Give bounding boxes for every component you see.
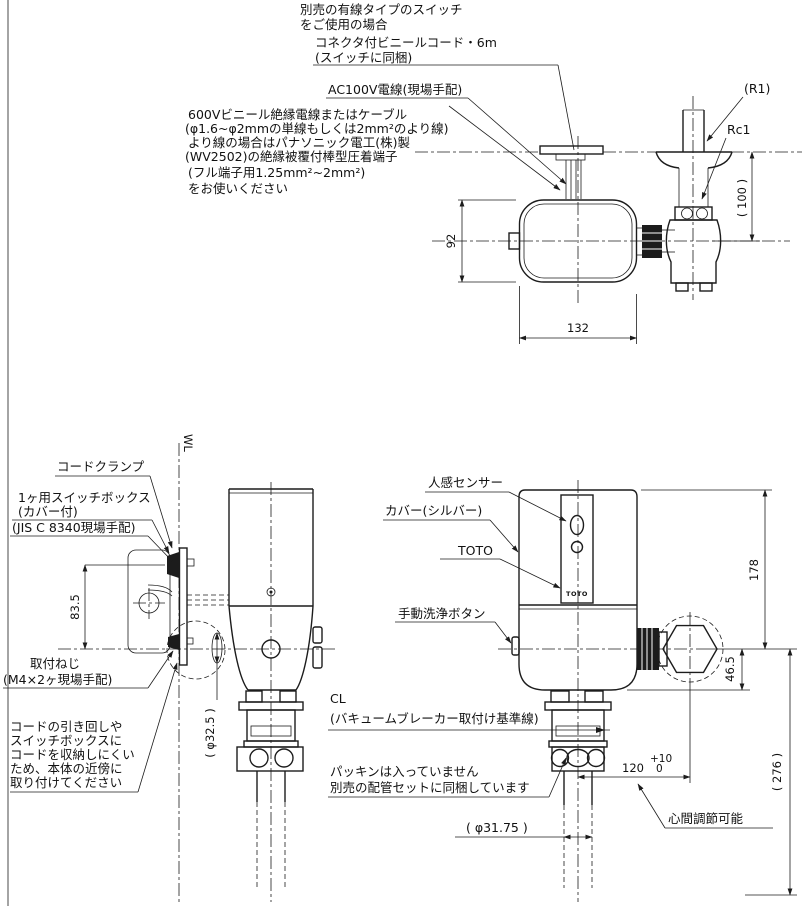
dim-120: 120 (622, 761, 644, 775)
switch-box-label: 1ヶ用スイッチボックス (18, 490, 151, 505)
switch-box-label-3: (JIS C 8340現場手配) (12, 520, 136, 535)
dim-132: 132 (567, 321, 589, 335)
switch-note-2: をご使用の場合 (300, 17, 388, 32)
sensor-label: 人感センサー (428, 475, 503, 490)
dim-83-5: 83.5 (68, 594, 82, 620)
connector-note-2: (スイッチに同梱) (315, 50, 412, 65)
side-view: WL (3, 434, 338, 903)
switch-box-label-2: (カバー付) (18, 504, 78, 519)
cl-label: CL (330, 691, 346, 706)
cord-note-4: ため、本体の近傍に (10, 761, 123, 776)
vacuum-breaker-front (544, 690, 612, 888)
dim-178: 178 (747, 559, 761, 581)
cord-note-2: スイッチボックスに (10, 733, 122, 748)
screw-label-2: (M4×2ヶ現場手配) (3, 672, 112, 687)
valve-body-side (228, 488, 323, 691)
cord-clamp-label: コードクランプ (57, 459, 145, 474)
cord-note-3: コードを収納しにくい (10, 747, 135, 762)
toto-logo: TOTO (566, 590, 588, 598)
screw-label: 取付ねじ (30, 656, 80, 671)
front-view: TOTO 人感センサー カバー(シルバー) TOTO 手動洗浄ボタン (328, 475, 797, 902)
center-adjust-label: 心間調節可能 (668, 811, 744, 826)
cord-note-5: 取り付けてください (10, 775, 122, 790)
switch-box (127, 547, 188, 666)
ac-power-label: AC100V電線(現場手配) (328, 82, 462, 97)
cl-note: (バキュームブレーカー取付け基準線) (330, 711, 539, 726)
rc1-label: Rc1 (727, 122, 751, 137)
packing-note: パッキンは入っていません (330, 764, 479, 779)
inlet-fitting-front (637, 612, 724, 783)
brand-label: TOTO (457, 543, 493, 558)
supply-pipe-side (166, 620, 226, 700)
connector-note: コネクタ付ビニールコード・6m (315, 35, 497, 50)
valve-body-front: TOTO (511, 489, 638, 691)
dim-pipe-32-5: ( φ32.5 ) (203, 708, 217, 757)
dim-120-tol-low: 0 (656, 763, 663, 775)
wall-line-label: WL (181, 434, 195, 452)
wire-note: 600Vビニール絶縁電線またはケーブル (188, 107, 407, 122)
inlet-fitting-plan (636, 206, 722, 292)
wire-note-2: (φ1.6~φ2mmの単線もしくは2mm²のより線) (185, 121, 448, 136)
dim-92: 92 (444, 234, 458, 249)
dim-46-5: 46.5 (723, 656, 737, 682)
r1-label: (R1) (744, 81, 770, 96)
mounting-screw-hardware (168, 634, 194, 650)
wire-note-6: をお使いください (188, 181, 288, 196)
wire-note-3: より線の場合はパナソニック電工(株)製 (188, 135, 410, 150)
wire-note-4: (WV2502)の絶縁被覆付棒型圧着端子 (185, 149, 397, 164)
dim-pipe-31-75: ( φ31.75 ) (466, 820, 528, 835)
vacuum-breaker-side (236, 690, 304, 888)
cover-label: カバー(シルバー) (385, 503, 482, 518)
plan-view: 別売の有線タイプのスイッチ をご使用の場合 コネクタ付ビニールコード・6m (ス… (185, 2, 802, 344)
manual-button-label: 手動洗浄ボタン (398, 606, 486, 621)
dim-120-tol-up: +10 (650, 753, 672, 765)
packing-note-2: 別売の配管セットに同梱しています (330, 780, 530, 795)
wire-note-5: (フル端子用1.25mm²~2mm²) (188, 165, 365, 180)
spud-connection (655, 96, 733, 300)
switch-note: 別売の有線タイプのスイッチ (300, 2, 463, 17)
dim-100: ( 100 ) (735, 179, 749, 217)
dim-276: ( 276 ) (770, 753, 784, 791)
cord-note: コードの引き回しや (10, 719, 122, 734)
cover-plate-edge (539, 145, 604, 199)
